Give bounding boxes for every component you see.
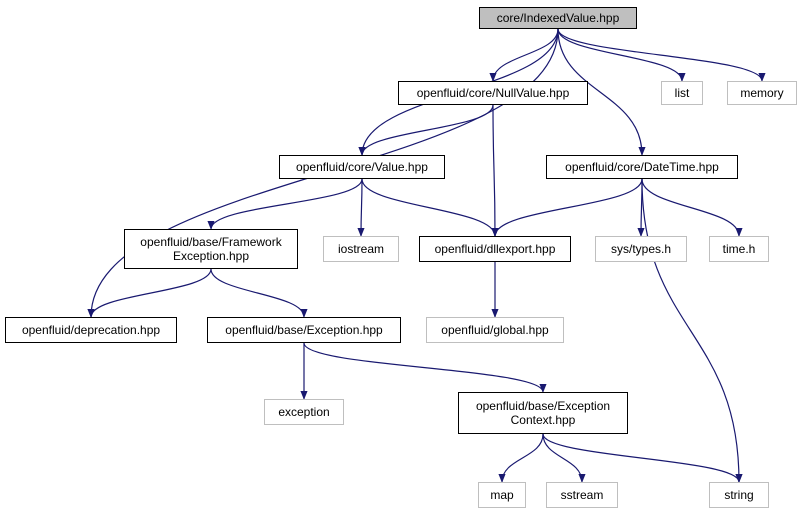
edge-excontext-to-map <box>498 433 544 483</box>
node-label: openfluid/deprecation.hpp <box>21 323 161 337</box>
node-datetime-hpp[interactable]: openfluid/core/DateTime.hpp <box>546 155 738 179</box>
node-label: openfluid/global.hpp <box>441 323 549 337</box>
node-label: string <box>724 488 754 502</box>
node-memory[interactable]: memory <box>727 81 797 105</box>
node-string[interactable]: string <box>709 482 769 508</box>
node-time-h[interactable]: time.h <box>709 236 769 262</box>
edge-indexedvalue-to-list <box>557 28 686 82</box>
node-label: sys/types.h <box>610 242 672 256</box>
node-value-hpp[interactable]: openfluid/core/Value.hpp <box>279 155 445 179</box>
edge-datetime-to-string <box>641 178 743 483</box>
edge-value-to-dllexport <box>361 178 499 237</box>
node-label: openfluid/base/Exception Context.hpp <box>475 399 611 427</box>
node-sys-types-h[interactable]: sys/types.h <box>595 236 687 262</box>
node-label: exception <box>278 405 330 419</box>
node-label: openfluid/core/NullValue.hpp <box>416 86 570 100</box>
node-label: time.h <box>722 242 756 256</box>
node-label: list <box>674 86 690 100</box>
node-label: openfluid/core/Value.hpp <box>296 160 428 174</box>
node-map[interactable]: map <box>478 482 526 508</box>
edge-nullvalue-to-value <box>358 104 494 156</box>
node-label: memory <box>740 86 784 100</box>
node-global-hpp[interactable]: openfluid/global.hpp <box>426 317 564 343</box>
edge-fwexception-to-exception_hpp <box>210 268 308 318</box>
node-exception[interactable]: exception <box>264 399 344 425</box>
edge-datetime-to-dllexport <box>491 178 643 237</box>
node-nullvalue-hpp[interactable]: openfluid/core/NullValue.hpp <box>398 81 588 105</box>
edge-datetime-to-timeh <box>641 178 743 237</box>
node-label: openfluid/core/DateTime.hpp <box>565 160 719 174</box>
node-sstream[interactable]: sstream <box>546 482 618 508</box>
node-label: sstream <box>560 488 604 502</box>
node-list[interactable]: list <box>661 81 703 105</box>
edge-exception_hpp-to-excontext <box>303 342 547 393</box>
edge-excontext-to-sstream <box>542 433 586 483</box>
node-iostream[interactable]: iostream <box>323 236 399 262</box>
node-label: openfluid/base/Framework Exception.hpp <box>140 235 282 263</box>
node-label: core/IndexedValue.hpp <box>496 11 620 25</box>
edge-indexedvalue-to-datetime <box>557 28 646 156</box>
edge-nullvalue-to-dllexport <box>491 104 499 237</box>
node-label: openfluid/dllexport.hpp <box>434 242 556 256</box>
node-exception-context-hpp[interactable]: openfluid/base/Exception Context.hpp <box>458 392 628 434</box>
edge-value-to-iostream <box>357 178 365 237</box>
node-core-indexedvalue-hpp[interactable]: core/IndexedValue.hpp <box>479 7 637 29</box>
edge-fwexception-to-deprecation <box>87 268 212 318</box>
edge-indexedvalue-to-nullvalue <box>489 28 559 82</box>
node-label: iostream <box>337 242 384 256</box>
node-deprecation-hpp[interactable]: openfluid/deprecation.hpp <box>5 317 177 343</box>
node-label: openfluid/base/Exception.hpp <box>225 323 383 337</box>
edge-indexedvalue-to-memory <box>557 28 766 82</box>
node-framework-exception-hpp[interactable]: openfluid/base/Framework Exception.hpp <box>124 229 298 269</box>
edge-excontext-to-string <box>542 433 743 483</box>
node-exception-hpp[interactable]: openfluid/base/Exception.hpp <box>207 317 401 343</box>
node-label: map <box>490 488 514 502</box>
node-dllexport-hpp[interactable]: openfluid/dllexport.hpp <box>419 236 571 262</box>
edge-value-to-fwexception <box>207 178 363 230</box>
